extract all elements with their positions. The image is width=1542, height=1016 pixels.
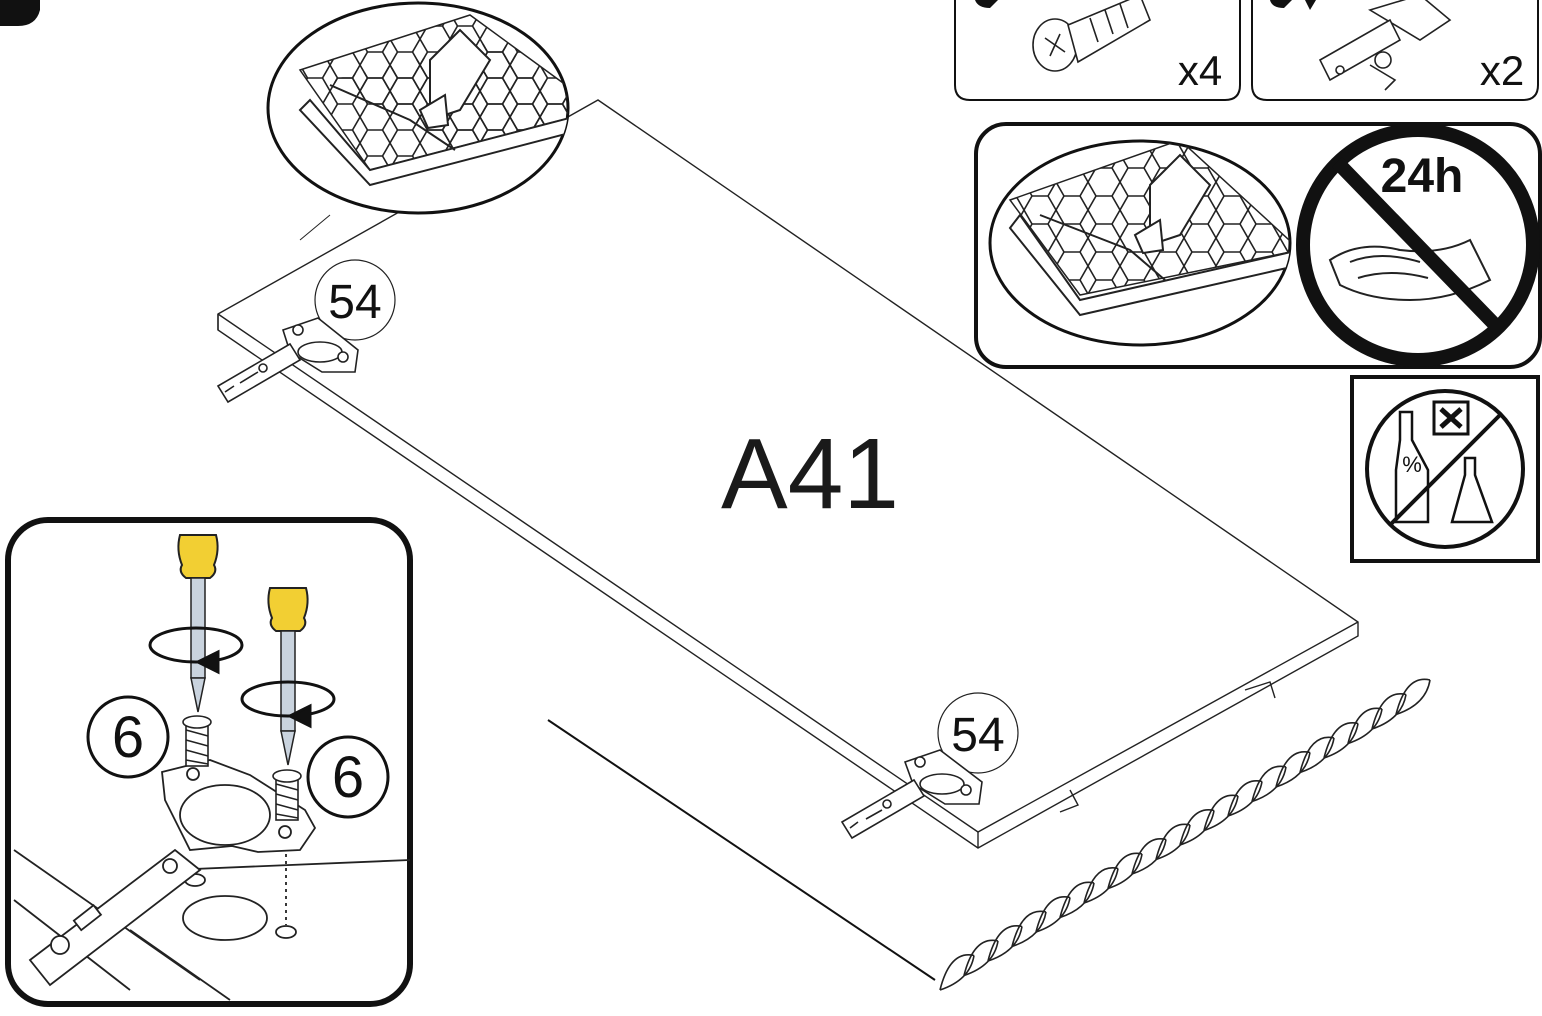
peel-protective-film-icon (266, 1, 570, 241)
hinge-icon (840, 749, 983, 840)
hinge-callout-number: 54 (328, 276, 381, 329)
door-panel (217, 99, 1359, 849)
cloth-fold (1323, 722, 1359, 759)
no-cleaning-time: 24h (1381, 150, 1464, 203)
cloth-fold (1011, 910, 1047, 948)
cloth-fold (1035, 896, 1071, 933)
protective-cloth (939, 678, 1431, 991)
hinge-icon (216, 317, 359, 404)
part-label: A41 (721, 418, 899, 530)
cloth-fold (1371, 693, 1407, 730)
rotation-arrow-icon (148, 626, 244, 675)
cloth-fold (1299, 736, 1335, 774)
cloth-fold (987, 925, 1023, 962)
parts-panel-screw: x4 (954, 0, 1241, 101)
alcohol-percent-mark: % (1402, 452, 1422, 477)
cloth-fold (1155, 823, 1191, 861)
screw-callout-number: 6 (112, 705, 144, 770)
screw-icon (272, 769, 302, 821)
rotation-arrow-icon (240, 680, 336, 729)
hinge-callout-bottom: 54 (937, 692, 1019, 774)
screw-callout-number: 6 (332, 745, 364, 810)
warning-panel-film: 24h (974, 122, 1542, 369)
parts-quantity: x2 (1480, 47, 1524, 94)
cloth-fold (1179, 809, 1215, 846)
hinge-callout-number: 54 (951, 709, 1004, 762)
cloth-fold (1347, 707, 1383, 745)
screwdriver-icon (177, 534, 219, 713)
screw-callout: 6 (306, 735, 390, 819)
cloth-fold (939, 954, 975, 991)
screw-hinge-detail-inset: 6 6 (5, 517, 413, 1007)
screw-callout: 6 (86, 695, 170, 779)
no-wiping-icon: 24h (1296, 123, 1540, 367)
hinge-icon (1318, 0, 1452, 91)
no-alcohol-chemicals-icon: % (1350, 375, 1540, 563)
work-surface (547, 719, 936, 981)
cloth-fold (1059, 881, 1095, 919)
cloth-fold (1107, 852, 1143, 890)
hinge-callout-top: 54 (314, 259, 396, 341)
cloth-fold (1203, 794, 1239, 832)
cloth-fold (1275, 751, 1311, 788)
cloth-fold (1083, 867, 1119, 904)
cloth-fold (963, 939, 999, 977)
parts-quantity: x4 (1178, 47, 1222, 94)
cloth-fold (1131, 838, 1167, 875)
screw-icon (1032, 0, 1151, 72)
screw-icon (182, 715, 212, 767)
parts-panel-hinge: x2 (1251, 0, 1539, 101)
cloth-fold (1251, 765, 1287, 803)
step-number-fragment (0, 0, 40, 26)
cloth-fold (1395, 678, 1431, 716)
cloth-fold (1227, 780, 1263, 817)
